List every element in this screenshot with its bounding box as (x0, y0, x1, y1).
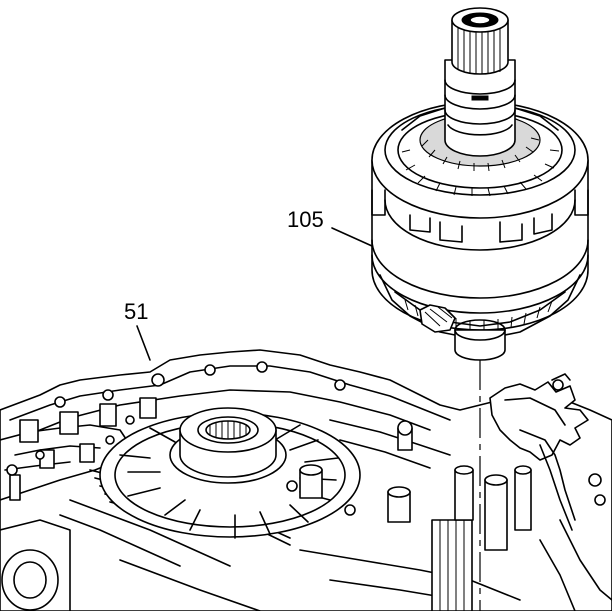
callout-105-leader (331, 227, 373, 247)
callout-51-leader (136, 325, 151, 361)
parking-pawl-bracket (489, 373, 589, 531)
callout-105: 105 (287, 207, 373, 247)
gear-clutch-assembly (371, 7, 589, 361)
callout-51-label: 51 (124, 299, 148, 324)
callout-105-label: 105 (287, 207, 324, 232)
transmission-case (0, 349, 612, 611)
callout-51: 51 (124, 299, 151, 361)
